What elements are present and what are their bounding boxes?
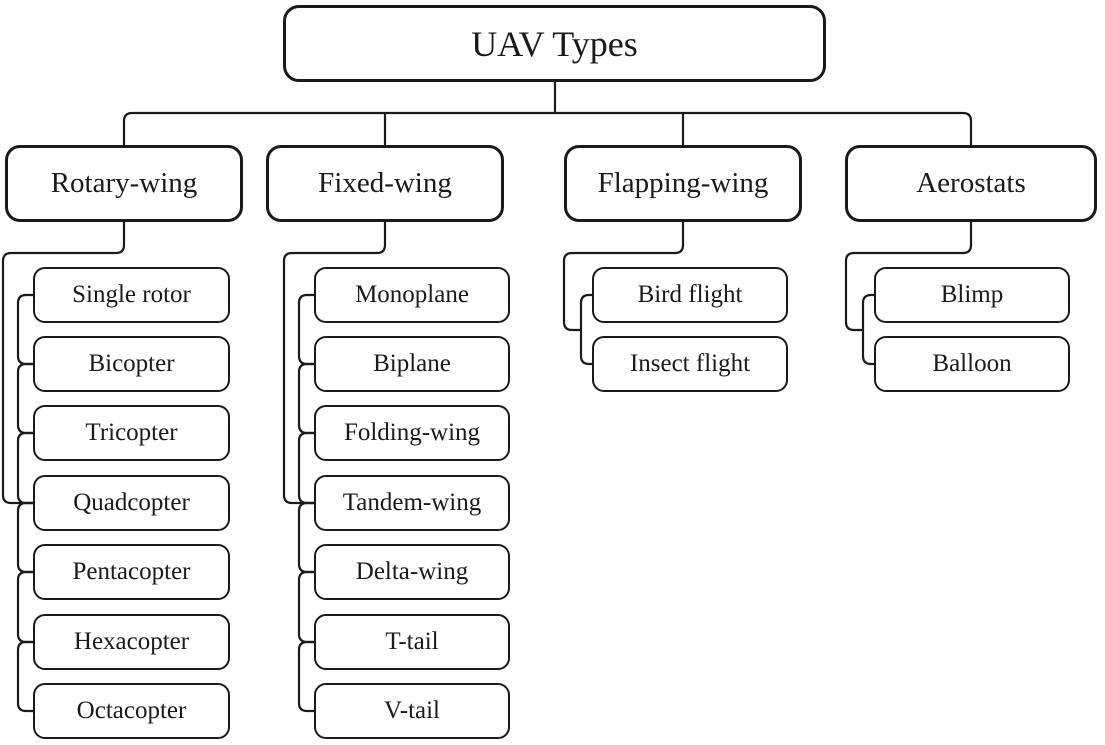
connector-child-bracket-rotary-wing-1 <box>16 362 33 435</box>
connector-level1-bar <box>122 111 973 145</box>
connector-child-bracket-rotary-wing-4 <box>16 570 33 644</box>
node-bird-flight: Bird flight <box>592 267 788 323</box>
node-biplane: Biplane <box>314 336 510 392</box>
node-insect-flight: Insect flight <box>592 336 788 392</box>
node-fixed-wing: Fixed-wing <box>266 145 504 222</box>
connector-child-bracket-fixed-wing-4 <box>297 570 314 644</box>
connector-child-bracket-fixed-wing-5 <box>297 640 314 713</box>
connector-parent-trunk-fixed-wing <box>282 221 387 505</box>
connector-child-bracket-aerostats-0 <box>861 293 874 366</box>
connector-child-bracket-fixed-wing-2 <box>297 431 314 505</box>
node-quadcopter: Quadcopter <box>33 475 230 531</box>
connector-child-bracket-fixed-wing-3 <box>297 501 314 574</box>
connector-parent-trunk-rotary-wing <box>1 221 126 505</box>
node-uav-types: UAV Types <box>283 5 826 82</box>
connector-child-bracket-rotary-wing-5 <box>16 640 33 713</box>
node-tricopter: Tricopter <box>33 405 230 461</box>
node-hexacopter: Hexacopter <box>33 614 230 670</box>
node-blimp: Blimp <box>874 267 1070 323</box>
node-aerostats: Aerostats <box>845 145 1097 222</box>
node-single-rotor: Single rotor <box>33 267 230 323</box>
connector-child-bracket-flapping-wing-0 <box>579 293 592 366</box>
node-delta-wing: Delta-wing <box>314 544 510 600</box>
connector-child-bracket-fixed-wing-0 <box>297 293 314 366</box>
connector-child-bracket-rotary-wing-3 <box>16 501 33 574</box>
node-bicopter: Bicopter <box>33 336 230 392</box>
connector-child-bracket-rotary-wing-2 <box>16 431 33 505</box>
node-monoplane: Monoplane <box>314 267 510 323</box>
connector-child-bracket-rotary-wing-0 <box>16 293 33 366</box>
node-rotary-wing: Rotary-wing <box>5 145 243 222</box>
node-v-tail: V-tail <box>314 683 510 739</box>
node-folding-wing: Folding-wing <box>314 405 510 461</box>
node-t-tail: T-tail <box>314 614 510 670</box>
node-balloon: Balloon <box>874 336 1070 392</box>
connector-parent-trunk-flapping-wing <box>562 221 685 332</box>
node-tandem-wing: Tandem-wing <box>314 475 510 531</box>
node-octacopter: Octacopter <box>33 683 230 739</box>
node-flapping-wing: Flapping-wing <box>564 145 802 222</box>
connector-parent-trunk-aerostats <box>844 221 973 332</box>
connector-child-bracket-fixed-wing-1 <box>297 362 314 435</box>
node-pentacopter: Pentacopter <box>33 544 230 600</box>
